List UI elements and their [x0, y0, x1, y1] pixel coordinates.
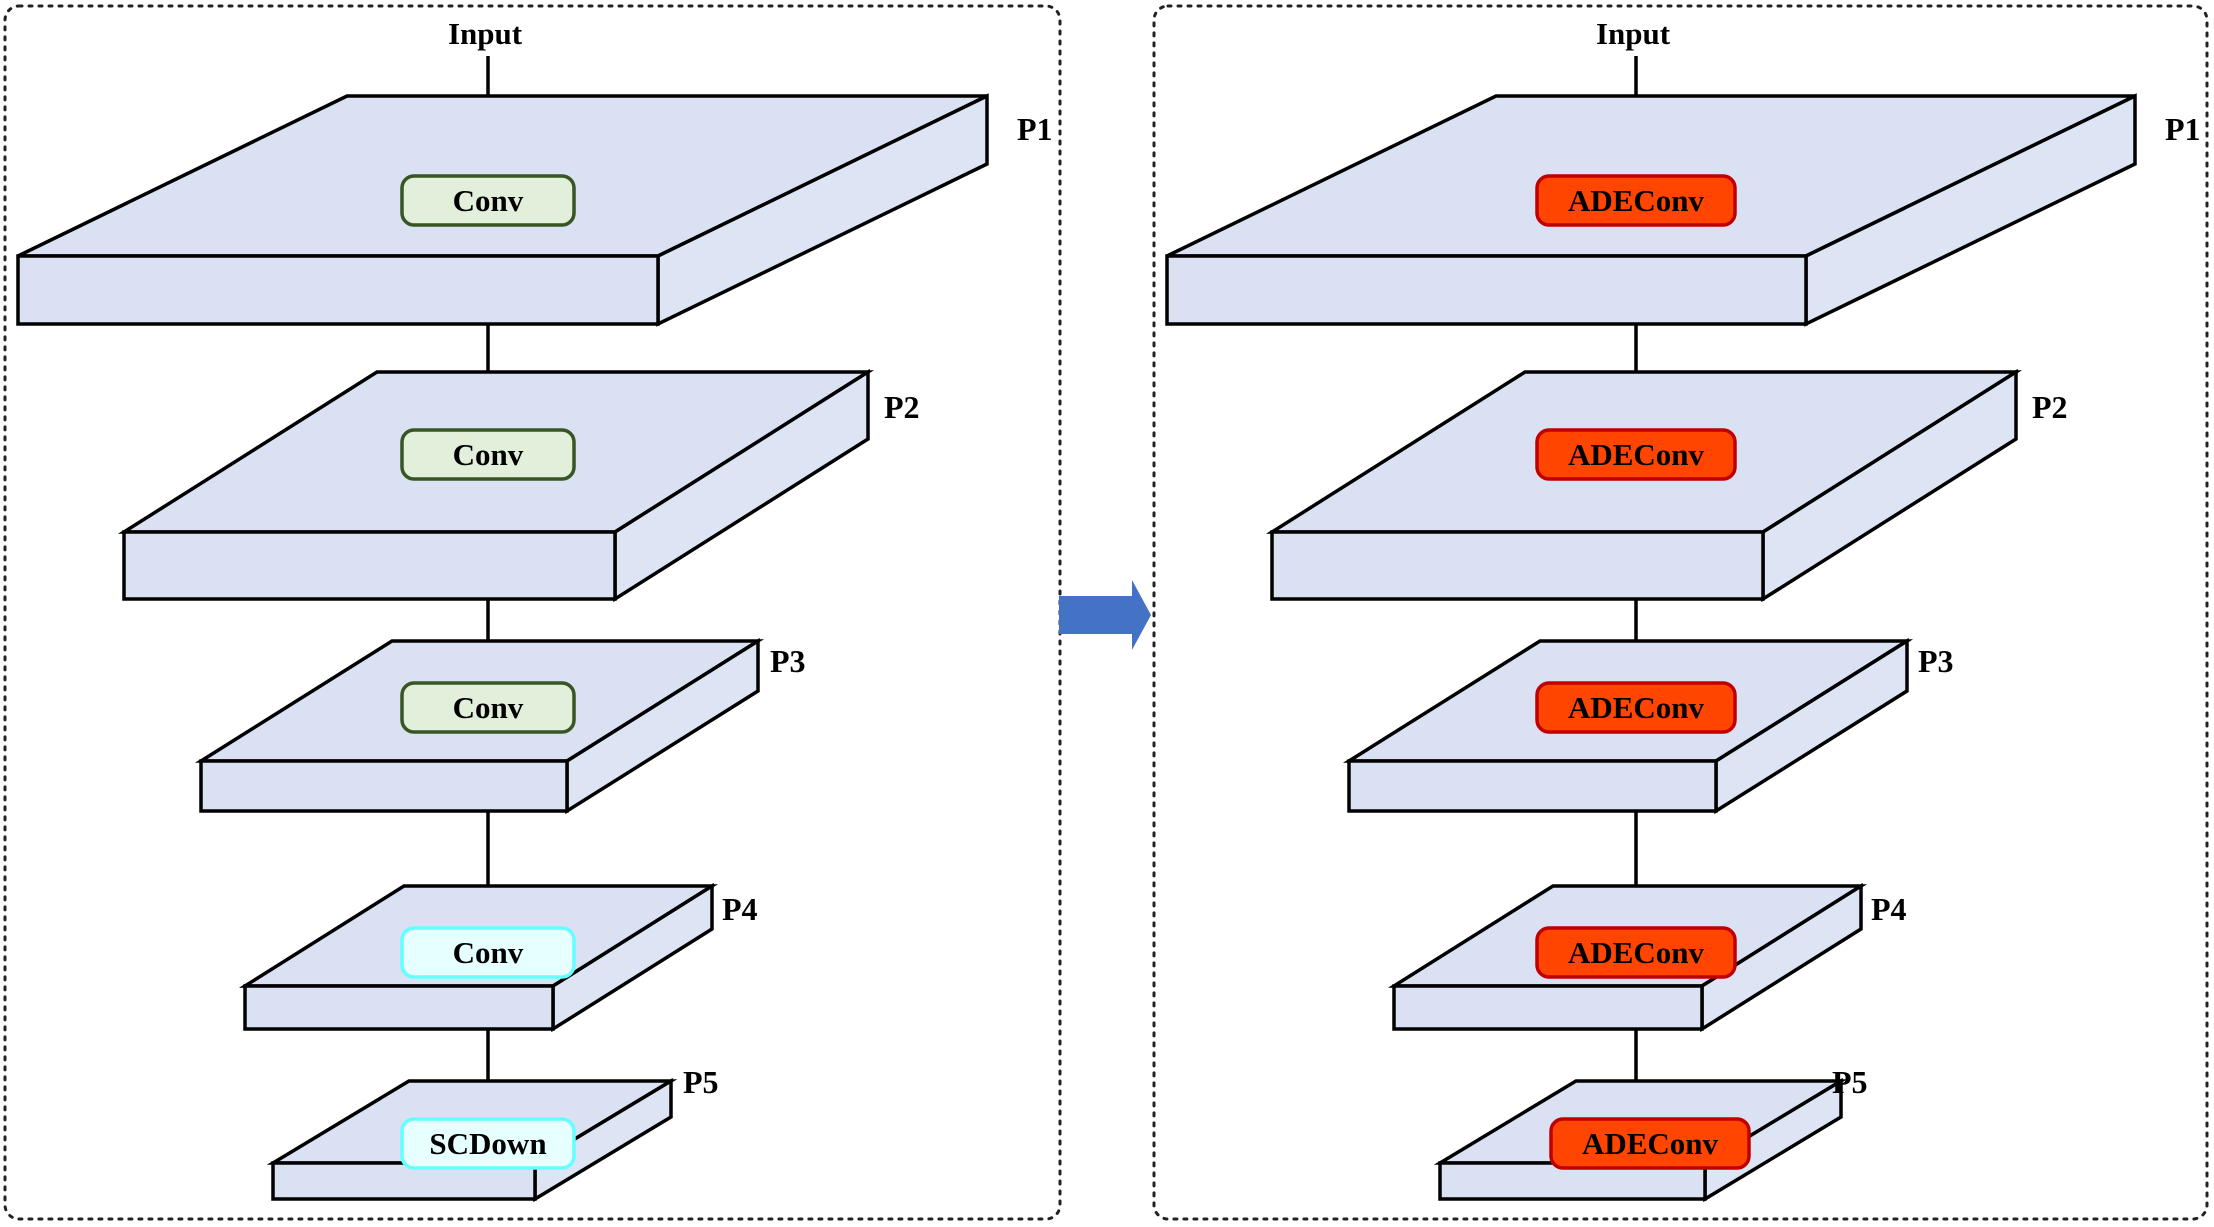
right-panel: Input ADEConvP1ADEConvP2ADEConvP3ADEConv… [1152, 4, 2209, 1221]
slab-front-face [1347, 759, 1718, 813]
block-label: ADEConv [1568, 935, 1705, 970]
level-label: P5 [1832, 1064, 1868, 1100]
transition-arrow [1059, 580, 1151, 650]
level-label: P2 [2032, 389, 2068, 425]
adeconv-block [1535, 174, 1737, 227]
left-input-label: Input [448, 16, 523, 51]
right-panel-border [1152, 4, 2209, 1221]
slab-front-face [1270, 530, 1765, 601]
block-label: Conv [453, 935, 524, 970]
block-label: ADEConv [1582, 1126, 1719, 1161]
adeconv-block [1535, 428, 1737, 481]
slab-front-face [122, 530, 617, 601]
conv-block [400, 681, 576, 734]
level-label: P5 [683, 1064, 719, 1100]
level-p4: Conv P4 [238, 882, 758, 1033]
conv-block [400, 926, 576, 979]
adeconv-block [1535, 681, 1737, 734]
block-label: ADEConv [1568, 690, 1705, 725]
right-input-label: Input [1596, 16, 1671, 51]
level-p5: ADEConv P5 [1433, 1064, 1868, 1203]
right-levels: ADEConvP1ADEConvP2ADEConvP3ADEConvP4ADEC… [1165, 93, 2201, 1203]
level-label: P3 [1918, 643, 1954, 679]
scdown-block [400, 1117, 576, 1170]
right-arrow-icon [1059, 580, 1151, 650]
adeconv-block [1549, 1117, 1751, 1170]
level-label: P2 [884, 389, 920, 425]
adeconv-block [1535, 926, 1737, 979]
block-label: Conv [453, 183, 524, 218]
slab-front-face [1165, 254, 1808, 326]
level-label: P3 [770, 643, 806, 679]
block-label: SCDown [429, 1126, 546, 1161]
level-p3: Conv P3 [194, 637, 806, 815]
slab-front-face [199, 759, 569, 813]
block-label: ADEConv [1568, 437, 1705, 472]
conv-block [400, 174, 576, 227]
block-label: Conv [453, 437, 524, 472]
slab-front-face [16, 254, 660, 326]
block-label: Conv [453, 690, 524, 725]
slab-front-face [243, 984, 555, 1031]
level-p3: ADEConv P3 [1342, 637, 1954, 815]
level-p2: ADEConv P2 [1265, 368, 2068, 603]
level-label: P4 [1871, 891, 1907, 927]
level-label: P1 [2165, 111, 2201, 147]
level-p2: Conv P2 [117, 368, 920, 603]
block-label: ADEConv [1568, 183, 1705, 218]
level-label: P1 [1017, 111, 1053, 147]
level-p1: Conv P1 [16, 93, 1053, 327]
level-p4: ADEConv P4 [1387, 882, 1907, 1033]
level-p5: SCDown P5 [266, 1064, 719, 1203]
conv-block [400, 428, 576, 481]
level-p1: ADEConv P1 [1165, 93, 2201, 327]
slab-front-face [1392, 984, 1704, 1031]
level-label: P4 [722, 891, 758, 927]
